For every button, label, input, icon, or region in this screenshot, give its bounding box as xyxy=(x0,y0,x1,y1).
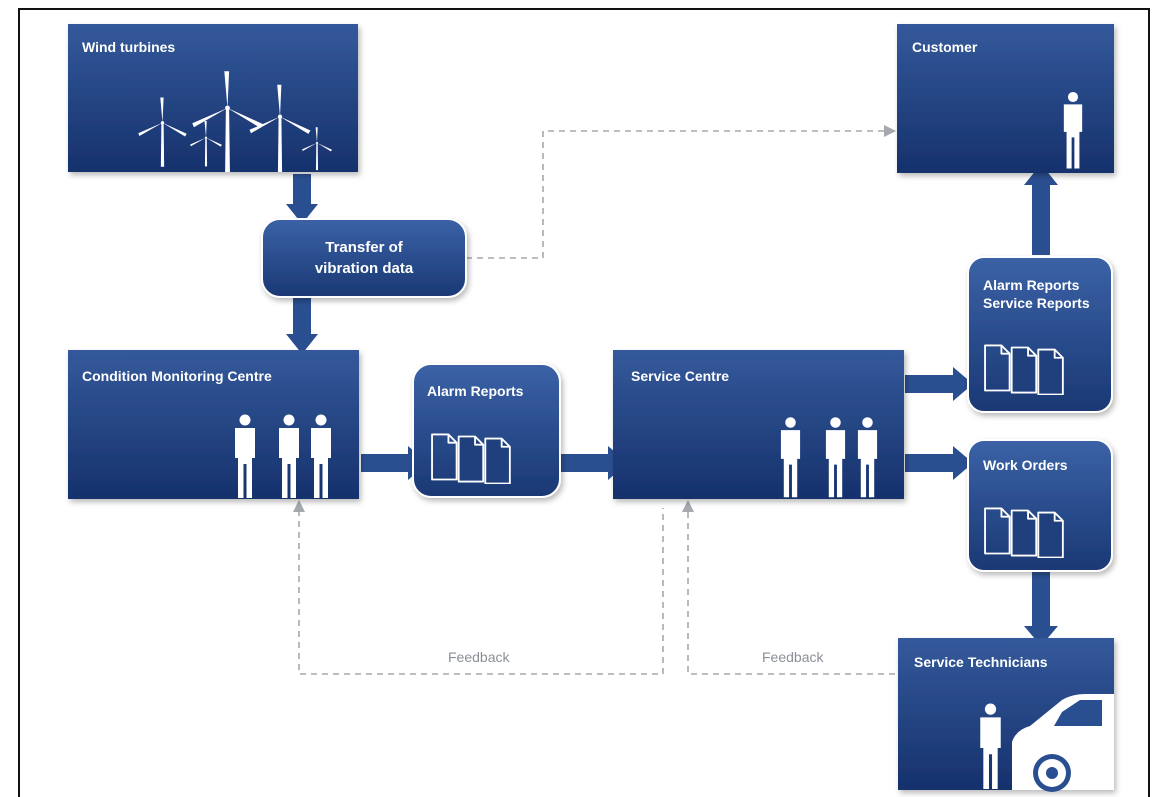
node-alarm-reports: Alarm Reports xyxy=(412,363,561,498)
customer-info-line xyxy=(466,130,884,259)
node-transfer: Transfer of vibration data xyxy=(261,218,467,298)
customer-info-arrowhead xyxy=(884,125,896,137)
node-alarm-service-reports-line1: Alarm Reports xyxy=(983,277,1080,293)
node-service-centre: Service Centre xyxy=(613,350,904,499)
node-customer: Customer xyxy=(897,24,1114,173)
arrow-reports-to-customer xyxy=(1024,164,1058,255)
arrow-transfer-to-cmc xyxy=(286,296,318,354)
node-service-technicians-title: Service Technicians xyxy=(914,654,1048,670)
node-service-technicians: Service Technicians xyxy=(898,638,1114,792)
node-work-orders: Work Orders xyxy=(967,439,1113,572)
arrow-alarm-to-service xyxy=(560,446,628,480)
node-wind-turbines: Wind turbines xyxy=(68,24,358,172)
arrow-service-to-workorders xyxy=(905,446,973,480)
arrow-workorders-to-technicians xyxy=(1024,572,1058,646)
van-icon xyxy=(1012,694,1114,792)
feedback-line-right xyxy=(687,510,895,675)
figure-frame xyxy=(18,8,1150,797)
arrow-service-to-reports xyxy=(905,367,973,401)
node-transfer-line1: Transfer of xyxy=(325,239,404,256)
node-alarm-reports-title: Alarm Reports xyxy=(427,383,524,399)
node-customer-title: Customer xyxy=(912,39,978,55)
arrow-turbines-to-transfer xyxy=(286,174,318,224)
feedback-label-right: Feedback xyxy=(762,649,824,665)
node-service-centre-title: Service Centre xyxy=(631,368,729,384)
feedback-label-bg-right xyxy=(745,646,845,668)
feedback-arrowhead-right xyxy=(682,500,694,512)
node-condition-monitoring: Condition Monitoring Centre xyxy=(68,350,359,499)
feedback-label-left: Feedback xyxy=(448,649,510,665)
dashed-connectors xyxy=(293,125,896,675)
node-alarm-service-reports: Alarm Reports Service Reports xyxy=(967,256,1113,413)
feedback-label-bg-left xyxy=(430,646,530,668)
node-condition-monitoring-title: Condition Monitoring Centre xyxy=(82,368,272,384)
node-alarm-service-reports-line2: Service Reports xyxy=(983,295,1090,311)
node-work-orders-title: Work Orders xyxy=(983,457,1068,473)
feedback-line-left xyxy=(298,508,664,675)
feedback-arrowhead-left xyxy=(293,500,305,512)
node-transfer-line2: vibration data xyxy=(315,260,414,277)
arrow-cmc-to-alarm xyxy=(361,446,428,480)
node-wind-turbines-title: Wind turbines xyxy=(82,39,175,55)
flow-arrows xyxy=(286,164,1058,646)
